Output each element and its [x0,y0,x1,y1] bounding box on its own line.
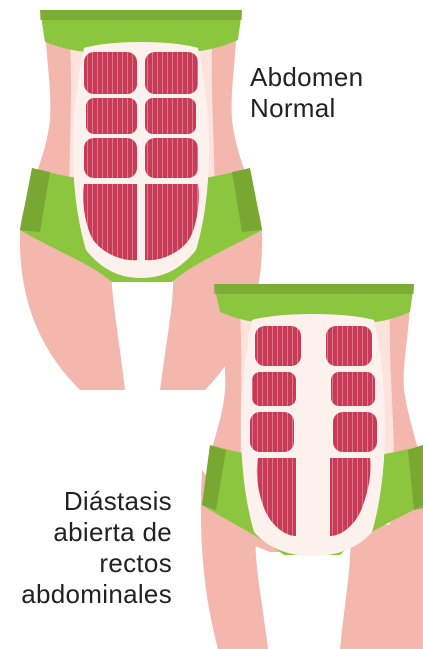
caption-normal-abdomen: Abdomen Normal [250,62,420,124]
diastasis-abdomen-figure [201,284,423,649]
caption-diastasis: Diástasis abierta de rectos abdominales [10,486,172,610]
